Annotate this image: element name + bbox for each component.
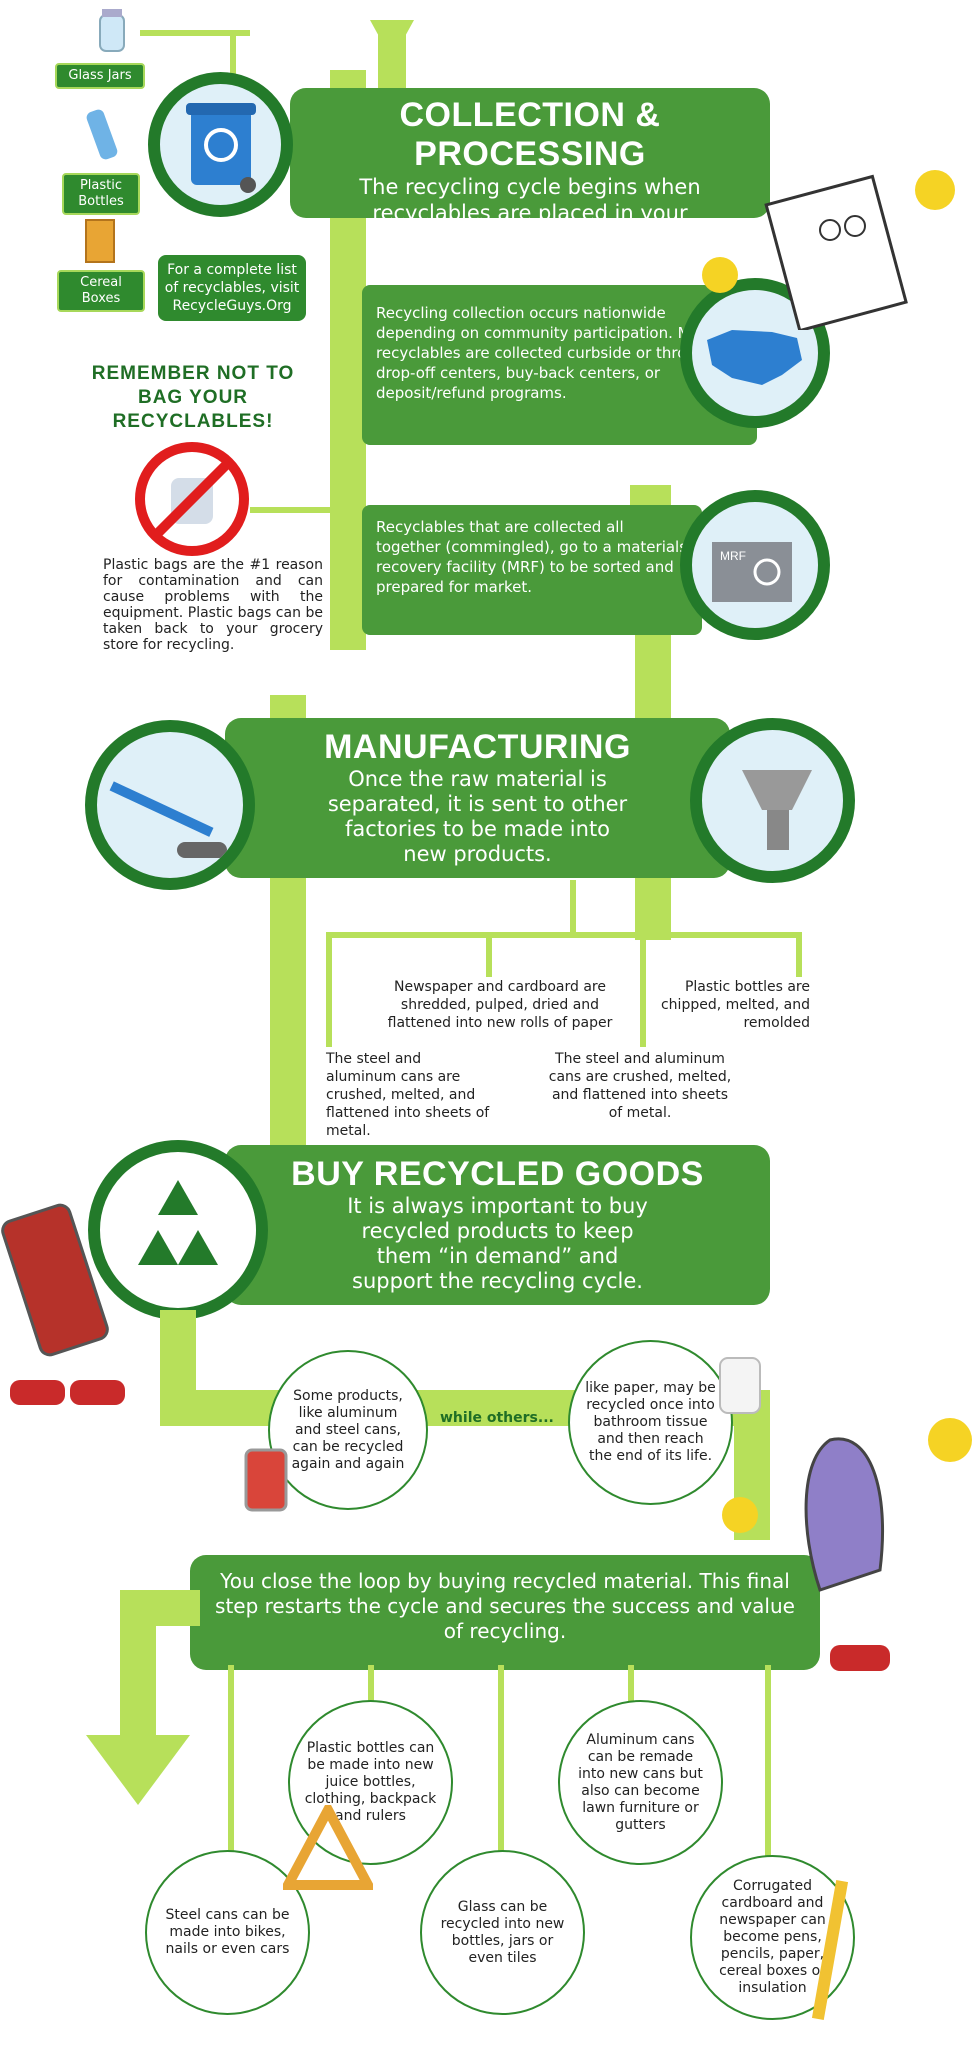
connector-bag-line <box>250 507 340 513</box>
connector-glass-down <box>230 30 236 110</box>
mrf-label: MRF <box>720 549 746 563</box>
loop-drop-1 <box>228 1665 234 1880</box>
tag-plastic-bottles: Plastic Bottles <box>62 173 140 215</box>
loop-drop-2 <box>368 1665 374 1715</box>
down-arrow-icon <box>370 20 414 60</box>
branch-horizontal <box>326 932 802 938</box>
mrf-text: Recyclables that are collected all toget… <box>376 518 688 596</box>
usa-map-icon <box>707 330 802 385</box>
can-mascot-icon <box>1 1203 125 1405</box>
loop-steel-bubble: Steel cans can be made into bikes, nails… <box>145 1850 310 2015</box>
conveyor-icon <box>109 781 227 858</box>
mrf-facility-circle: MRF <box>680 490 830 640</box>
tin-can-icon <box>244 1448 288 1512</box>
branch-drop-3 <box>640 932 646 1047</box>
branch-drop-4 <box>796 932 802 977</box>
plastic-bottle-icon <box>86 109 118 160</box>
loop-drop-3 <box>498 1665 504 1870</box>
mrf-panel: Recyclables that are collected all toget… <box>362 505 702 635</box>
reminder-heading: REMEMBER NOT TO BAG YOUR RECYCLABLES! <box>91 363 295 432</box>
branch-drop-1 <box>326 932 332 1047</box>
factory-icon: MRF <box>712 542 792 602</box>
buy-connector-down <box>160 1310 196 1405</box>
manufacturing-body: Once the raw material is separated, it i… <box>327 767 628 866</box>
ruler-triangle-icon <box>283 1805 373 1890</box>
buy-title: BUY RECYCLED GOODS <box>291 1155 704 1193</box>
buy-body: It is always important to buy recycled p… <box>347 1194 648 1293</box>
no-bag-icon <box>133 440 251 558</box>
conveyor-circle <box>85 720 255 890</box>
loop-drop-5 <box>765 1665 771 1865</box>
loop-drop-4 <box>628 1665 634 1705</box>
bag-note: Plastic bags are the #1 reason for conta… <box>103 557 323 653</box>
tag-glass-jars: Glass Jars <box>55 63 145 89</box>
collection-banner: COLLECTION & PROCESSING The recycling cy… <box>290 88 770 251</box>
some-products-bubble: Some products, like aluminum and steel c… <box>268 1350 428 1510</box>
buy-banner: BUY RECYCLED GOODS It is always importan… <box>225 1145 770 1305</box>
glass-jar-icon <box>99 9 125 52</box>
manufacturing-banner: MANUFACTURING Once the raw material is s… <box>225 718 730 878</box>
paper-mascot-icon <box>702 170 955 330</box>
recycling-cart-circle <box>148 72 293 217</box>
loop-left-down <box>120 1590 156 1740</box>
loop-banner: You close the loop by buying recycled ma… <box>190 1555 820 1670</box>
branch-steel-1: The steel and aluminum cans are crushed,… <box>326 1051 490 1139</box>
tag-cereal-boxes: Cereal Boxes <box>57 270 145 312</box>
grinder-circle <box>690 718 855 883</box>
pencil-icon <box>811 1880 849 2020</box>
branch-steel-2: The steel and aluminum cans are crushed,… <box>548 1051 732 1121</box>
grinder-icon <box>742 770 812 850</box>
branch-paper: Newspaper and cardboard are shredded, pu… <box>387 979 613 1031</box>
others-bubble: like paper, may be recycled once into ba… <box>568 1340 733 1505</box>
cereal-box-icon <box>85 219 115 263</box>
branch-stem <box>570 880 576 935</box>
loop-body: You close the loop by buying recycled ma… <box>215 1569 795 1643</box>
nationwide-text: Recycling collection occurs nationwide d… <box>376 304 715 402</box>
loop-glass-bubble: Glass can be recycled into new bottles, … <box>420 1850 585 2015</box>
recycle-symbol-icon <box>138 1180 218 1265</box>
toilet-paper-icon <box>719 1357 761 1414</box>
bottle-mascot-icon <box>722 1418 972 1671</box>
loop-aluminum-bubble: Aluminum cans can be remade into new can… <box>558 1700 723 1865</box>
while-others-label: while others... <box>440 1410 554 1426</box>
branch-drop-2 <box>486 932 492 977</box>
collection-body: The recycling cycle begins when recyclab… <box>359 175 701 251</box>
connector-glass-line <box>140 30 250 36</box>
manufacturing-title: MANUFACTURING <box>324 728 631 766</box>
branch-plastic: Plastic bottles are chipped, melted, and… <box>660 979 810 1031</box>
collection-title: COLLECTION & PROCESSING <box>399 96 661 173</box>
visit-note: For a complete list of recyclables, visi… <box>158 255 306 321</box>
loop-down-arrow-icon <box>86 1735 190 1805</box>
recycling-cart-icon <box>185 102 256 193</box>
